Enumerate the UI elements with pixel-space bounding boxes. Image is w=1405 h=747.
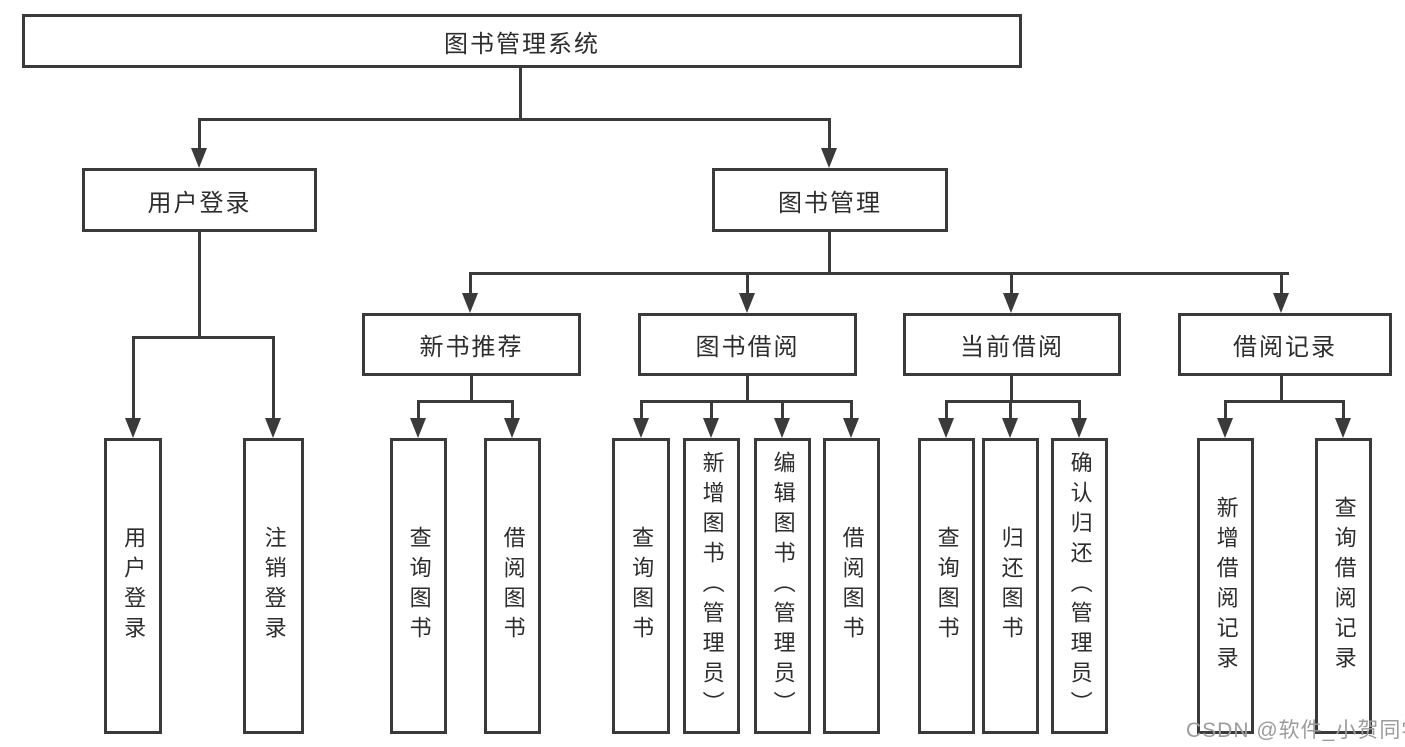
connector-line <box>945 400 948 420</box>
leaf-return-book: 归还图书 <box>982 438 1039 734</box>
node-new-book-recommend: 新书推荐 <box>362 313 581 376</box>
node-library-management-system: 图书管理系统 <box>22 14 1022 68</box>
connector-line <box>640 400 643 420</box>
connector-line <box>417 400 420 420</box>
arrowhead-down-icon <box>821 148 837 168</box>
leaf-borrow-books: 借阅图书 <box>823 438 880 734</box>
connector-line <box>1010 272 1013 295</box>
node-label: 当前借阅 <box>960 334 1064 361</box>
connector-line <box>417 400 514 403</box>
leaf-edit-book-admin: 编辑图书（管理员） <box>754 438 811 734</box>
leaf-label: 确认归还（管理员） <box>1067 451 1093 721</box>
leaf-query-books-recommend: 查询图书 <box>390 438 447 734</box>
arrowhead-down-icon <box>633 418 649 438</box>
node-label: 用户登录 <box>147 189 252 217</box>
leaf-borrow-books-recommend: 借阅图书 <box>484 438 541 734</box>
arrowhead-down-icon <box>1003 293 1019 313</box>
arrowhead-down-icon <box>504 418 520 438</box>
arrowhead-down-icon <box>703 418 719 438</box>
connector-line <box>828 118 831 150</box>
leaf-logout: 注销登录 <box>243 438 304 734</box>
connector-line <box>850 400 853 420</box>
arrowhead-down-icon <box>462 293 478 313</box>
node-label: 借阅记录 <box>1233 334 1337 361</box>
arrowhead-down-icon <box>774 418 790 438</box>
connector-line <box>781 400 784 420</box>
leaf-label: 用户登录 <box>121 526 147 646</box>
leaf-label: 归还图书 <box>998 526 1024 646</box>
connector-line <box>198 118 831 121</box>
arrowhead-down-icon <box>1273 293 1289 313</box>
watermark: CSDN @软件_小贺同学 <box>1186 719 1405 742</box>
arrowhead-down-icon <box>1217 418 1233 438</box>
node-user-login: 用户登录 <box>82 168 317 232</box>
leaf-label: 查询图书 <box>934 526 960 646</box>
arrowhead-down-icon <box>410 418 426 438</box>
node-label: 新书推荐 <box>419 334 524 361</box>
leaf-label: 查询图书 <box>629 526 655 646</box>
connector-line <box>1010 376 1013 402</box>
leaf-label: 借阅图书 <box>500 526 526 646</box>
connector-line <box>746 272 749 295</box>
leaf-label: 查询图书 <box>406 526 432 646</box>
connector-line <box>828 232 831 274</box>
leaf-add-borrow-record: 新增借阅记录 <box>1197 438 1254 734</box>
connector-line <box>1280 272 1283 295</box>
node-book-borrowing: 图书借阅 <box>638 313 857 376</box>
connector-line <box>132 336 275 339</box>
connector-line <box>272 336 275 420</box>
node-book-management: 图书管理 <box>712 168 948 232</box>
leaf-add-book-admin: 新增图书（管理员） <box>683 438 740 734</box>
connector-line <box>198 232 201 338</box>
leaf-confirm-return-admin: 确认归还（管理员） <box>1051 438 1108 734</box>
arrowhead-down-icon <box>125 418 141 438</box>
connector-line <box>1224 400 1227 420</box>
arrowhead-down-icon <box>1335 418 1351 438</box>
arrowhead-down-icon <box>843 418 859 438</box>
arrowhead-down-icon <box>938 418 954 438</box>
leaf-label: 新增图书（管理员） <box>699 451 725 721</box>
connector-line <box>1009 400 1012 420</box>
leaf-query-books-borrowing: 查询图书 <box>612 438 670 734</box>
arrowhead-down-icon <box>191 148 207 168</box>
connector-line <box>1342 400 1345 420</box>
leaf-label: 编辑图书（管理员） <box>770 451 796 721</box>
leaf-label: 借阅图书 <box>839 526 865 646</box>
connector-line <box>710 400 713 420</box>
arrowhead-down-icon <box>265 418 281 438</box>
connector-line <box>198 118 201 150</box>
node-label: 图书管理 <box>778 189 882 217</box>
connector-line <box>519 68 522 118</box>
node-borrow-records: 借阅记录 <box>1178 313 1392 376</box>
leaf-label: 注销登录 <box>261 526 287 646</box>
node-label: 图书借阅 <box>695 334 800 361</box>
arrowhead-down-icon <box>739 293 755 313</box>
connector-line <box>640 400 853 403</box>
connector-line <box>469 272 472 295</box>
connector-line <box>132 336 135 420</box>
node-current-borrowing: 当前借阅 <box>903 313 1121 376</box>
connector-line <box>469 272 1289 275</box>
connector-line <box>1224 400 1345 403</box>
leaf-query-books-current: 查询图书 <box>918 438 975 734</box>
arrowhead-down-icon <box>1071 418 1087 438</box>
leaf-user-login: 用户登录 <box>104 438 162 734</box>
connector-line <box>511 400 514 420</box>
leaf-label: 新增借阅记录 <box>1213 496 1239 676</box>
connector-line <box>746 376 749 402</box>
leaf-query-borrow-record: 查询借阅记录 <box>1315 438 1372 734</box>
connector-line <box>945 400 1081 403</box>
node-label: 图书管理系统 <box>444 30 600 58</box>
arrowhead-down-icon <box>1002 418 1018 438</box>
connector-line <box>470 376 473 402</box>
connector-line <box>1078 400 1081 420</box>
connector-line <box>1280 376 1283 402</box>
leaf-label: 查询借阅记录 <box>1331 496 1357 676</box>
